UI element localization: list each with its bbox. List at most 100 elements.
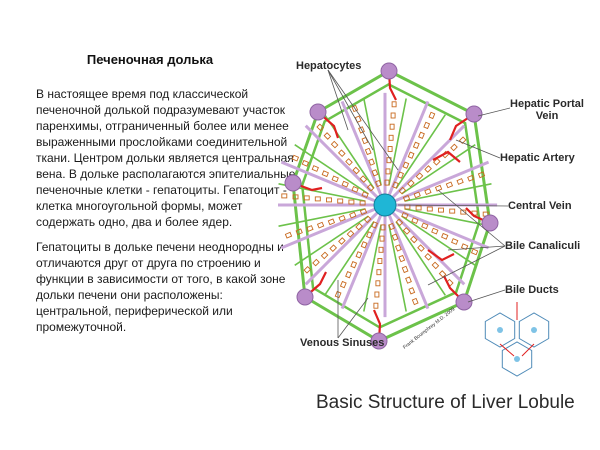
hepatocyte-cell bbox=[346, 229, 355, 238]
hepatocyte-cell bbox=[306, 225, 314, 232]
hepatocyte-cell bbox=[341, 180, 349, 188]
label-pointer-line bbox=[447, 245, 506, 251]
hepatocyte-cell bbox=[388, 222, 396, 231]
label-pointer-line bbox=[467, 289, 506, 303]
hepatocyte-cell bbox=[477, 171, 486, 179]
hepatocyte-cell bbox=[359, 208, 368, 216]
septum-spoke bbox=[395, 114, 446, 189]
hepatocyte-cell bbox=[441, 232, 449, 240]
hepatocyte-cell bbox=[407, 179, 415, 188]
hepatocyte-cell bbox=[284, 231, 293, 239]
hepatocyte-cell bbox=[384, 179, 390, 186]
hepatocyte-cell bbox=[327, 218, 336, 226]
venous-sinus-line bbox=[383, 203, 466, 286]
venous-sinus-line bbox=[383, 100, 430, 206]
hepatocyte-cell bbox=[450, 143, 458, 152]
septum-spoke bbox=[294, 215, 369, 266]
portal-triad bbox=[481, 214, 499, 232]
label-hepatic-portal-vein: Hepatic Portal Vein bbox=[510, 98, 584, 122]
lobule-illustration bbox=[278, 62, 550, 377]
hepatocyte-cell bbox=[401, 265, 409, 274]
hepatocyte-cell bbox=[316, 221, 325, 229]
hepatocyte-cell bbox=[390, 112, 396, 119]
hepatocyte-cell bbox=[385, 168, 391, 175]
hepatocyte-cell bbox=[376, 269, 382, 276]
slide-title: Печеночная долька bbox=[86, 52, 214, 67]
hepatocyte-cell bbox=[421, 222, 429, 230]
hepatocyte-cell bbox=[331, 175, 339, 183]
hepatocyte-cell bbox=[423, 121, 431, 130]
septum-spoke bbox=[363, 224, 382, 312]
paragraph-1: В настоящее время под классической печен… bbox=[36, 87, 296, 229]
label-pointer-line bbox=[397, 204, 509, 207]
portal-triad bbox=[455, 293, 473, 311]
portal-triad bbox=[380, 62, 398, 80]
hepatocyte-cell bbox=[438, 207, 444, 213]
hepatocyte-cell bbox=[398, 254, 406, 263]
venous-sinus-line bbox=[304, 203, 387, 286]
hepatocyte-cell bbox=[445, 181, 454, 189]
hepatocyte-cell bbox=[314, 196, 321, 202]
hepatocyte-cell bbox=[359, 175, 368, 183]
septum-spoke bbox=[401, 215, 476, 266]
hepatocyte-cell bbox=[360, 241, 368, 249]
label-pointer-line bbox=[477, 107, 511, 117]
hepatocyte-cell bbox=[451, 238, 459, 245]
hepatocyte-cell bbox=[418, 131, 425, 139]
label-portal-vein-line1: Hepatic Portal bbox=[510, 98, 584, 110]
artery-branch bbox=[432, 150, 461, 163]
portal-triad bbox=[370, 332, 388, 350]
hepatocyte-cell bbox=[349, 211, 357, 219]
venous-sinus-line bbox=[280, 160, 386, 207]
venous-sinus-line bbox=[384, 203, 490, 250]
hepatocyte-cell bbox=[395, 218, 404, 227]
hepatocyte-cell bbox=[409, 235, 418, 244]
label-bile-ducts: Bile Ducts bbox=[505, 284, 559, 296]
hepatocyte-cell bbox=[415, 205, 422, 211]
hepatocyte-cell bbox=[337, 198, 344, 204]
artery-branch bbox=[427, 249, 455, 262]
label-pointer-line bbox=[437, 189, 506, 247]
label-portal-vein-line2: Vein bbox=[535, 110, 559, 122]
hepatocyte-cell bbox=[417, 244, 425, 252]
septum-spoke bbox=[401, 144, 476, 195]
inset-lobule-3 bbox=[501, 341, 533, 377]
hepatocyte-cell bbox=[412, 141, 420, 149]
hepatocyte-cell bbox=[354, 115, 362, 123]
hepatocyte-cell bbox=[329, 244, 338, 253]
hepatocyte-cell bbox=[397, 171, 404, 179]
venous-sinus-line bbox=[383, 204, 430, 310]
hepatocyte-cell bbox=[303, 195, 310, 201]
hepatocyte-cell bbox=[411, 217, 419, 224]
hepatocyte-cell bbox=[449, 208, 456, 214]
septum-spoke bbox=[278, 208, 366, 227]
hepatocyte-cell bbox=[380, 224, 386, 231]
hepatocyte-cell bbox=[334, 290, 342, 299]
hepatocyte-cell bbox=[373, 302, 379, 309]
label-bile-canaliculi: Bile Canaliculi bbox=[505, 240, 581, 252]
diagram-caption: Basic Structure of Liver Lobule bbox=[316, 392, 575, 413]
hepatocyte-cell bbox=[351, 104, 359, 113]
hepatocyte-cell bbox=[391, 233, 399, 241]
central-vein bbox=[373, 193, 397, 217]
label-hepatic-artery: Hepatic Artery bbox=[500, 152, 575, 164]
hepatocyte-cell bbox=[281, 193, 288, 199]
hepatocyte-cell bbox=[438, 270, 447, 278]
septum-spoke bbox=[404, 208, 492, 227]
hepatocyte-cell bbox=[311, 165, 319, 172]
label-pointer-line bbox=[327, 69, 374, 151]
hepatocyte-cell bbox=[407, 151, 415, 159]
inset-lobule-2 bbox=[518, 312, 550, 348]
label-hepatocytes: Hepatocytes bbox=[296, 60, 362, 72]
hepatocyte-cell bbox=[377, 258, 383, 264]
hepatocyte-cell bbox=[374, 179, 382, 188]
label-venous-sinuses: Venous Sinuses bbox=[300, 337, 385, 349]
hepatocyte-cell bbox=[408, 287, 416, 295]
paragraph-2: Гепатоциты в дольке печени неоднородны и… bbox=[36, 240, 286, 334]
septum-spoke bbox=[395, 221, 446, 296]
hepatocyte-cell bbox=[424, 252, 433, 261]
septum-spoke bbox=[363, 98, 382, 186]
hepatocyte-cell bbox=[405, 276, 412, 284]
hepatocyte-cell bbox=[388, 134, 394, 141]
